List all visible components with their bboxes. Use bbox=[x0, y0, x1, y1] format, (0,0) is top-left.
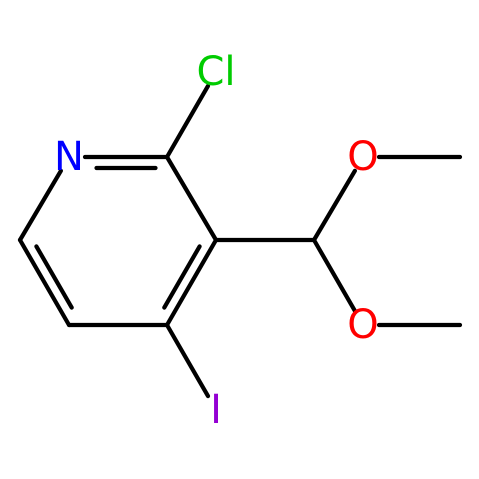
bond-c2-c3 bbox=[164, 154, 219, 243]
atom-label-o1: O bbox=[347, 134, 378, 180]
atom-label-layer: N ClI O O bbox=[54, 49, 379, 433]
bond-c2-cl bbox=[164, 83, 211, 160]
atom-label-o2: O bbox=[347, 302, 378, 348]
atom-label-i: I bbox=[210, 387, 222, 433]
bond-c4-i bbox=[164, 322, 211, 399]
bond-c3-c4 bbox=[164, 237, 219, 328]
bond-c5-c6-inner bbox=[34, 244, 74, 310]
bond-c6-n1 bbox=[17, 168, 64, 243]
bond-c3-c4-inner bbox=[162, 244, 202, 310]
bond-c5-c6 bbox=[17, 237, 72, 328]
bond-c7-o1 bbox=[311, 168, 357, 243]
bond-c7-o2 bbox=[311, 237, 358, 314]
atom-label-n1: N bbox=[54, 134, 84, 180]
bond-layer bbox=[17, 83, 463, 399]
atom-label-cl: Cl bbox=[196, 49, 235, 95]
